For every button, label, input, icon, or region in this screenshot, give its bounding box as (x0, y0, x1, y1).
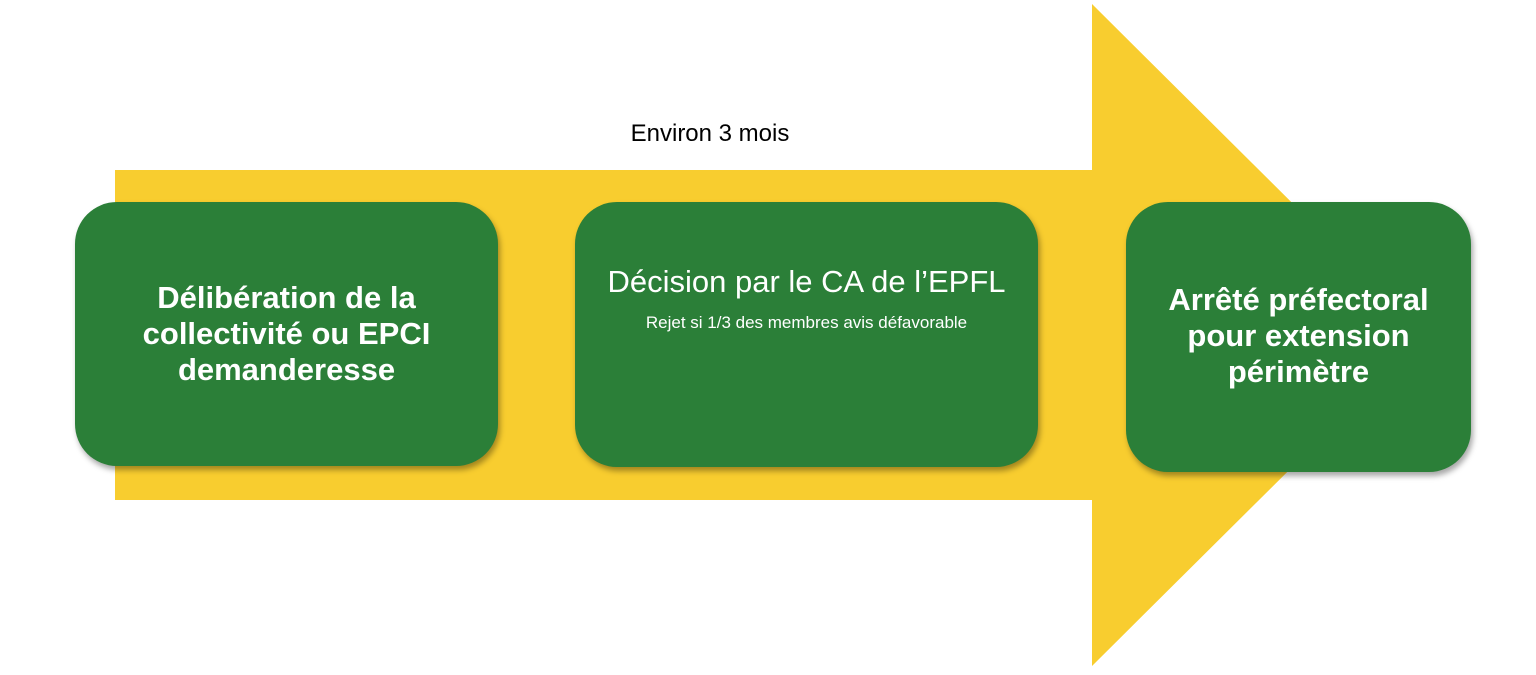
step-title: Décision par le CA de l’EPFL (607, 264, 1006, 299)
step-note: Rejet si 1/3 des membres avis défavorabl… (645, 313, 968, 332)
step-title: Arrêté préfectoral pour extension périmè… (1168, 282, 1429, 389)
step-arrete-prefectoral: Arrêté préfectoral pour extension périmè… (1126, 202, 1471, 472)
step-decision-ca: Décision par le CA de l’EPFL Rejet si 1/… (575, 202, 1038, 467)
step-title: Délibération de la collectivité ou EPCI … (142, 280, 431, 387)
duration-label: Environ 3 mois (630, 120, 790, 147)
step-deliberation: Délibération de la collectivité ou EPCI … (75, 202, 498, 466)
